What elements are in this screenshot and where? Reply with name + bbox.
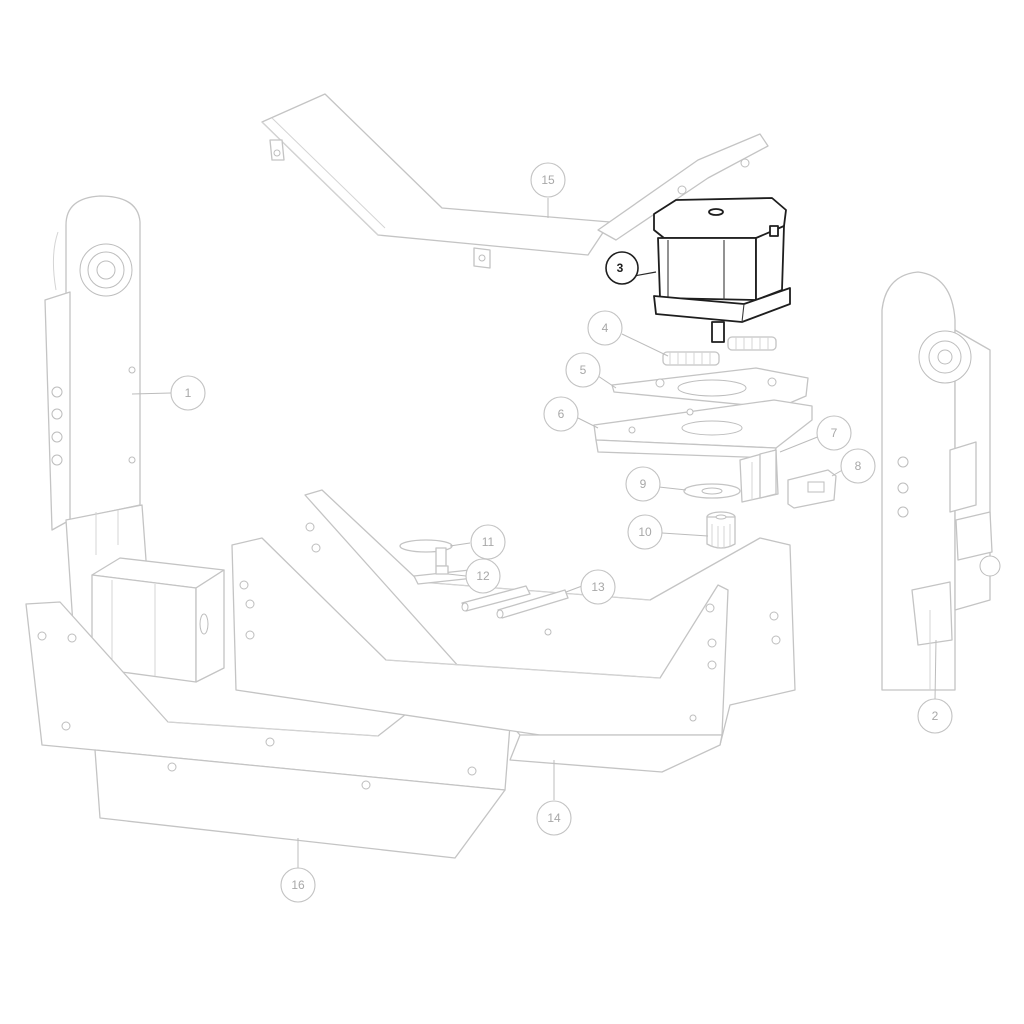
- callout-3-label: 3: [617, 261, 624, 275]
- part-8-endstop: [787, 469, 837, 509]
- callout-2: 2: [917, 698, 953, 734]
- leader-5: [597, 375, 617, 389]
- leader-10: [661, 532, 709, 537]
- part-2-right-side-plate: [881, 271, 1001, 691]
- callout-11: 11: [470, 524, 506, 560]
- callout-1: 1: [170, 375, 206, 411]
- callout-5: 5: [565, 352, 601, 388]
- callout-5-label: 5: [580, 363, 587, 377]
- part-10-pulley: [706, 511, 736, 549]
- callout-15-label: 15: [541, 173, 555, 187]
- part-13-rods: [461, 585, 569, 619]
- callout-13-label: 13: [591, 580, 605, 594]
- leader-11: [449, 542, 471, 547]
- part-4-springs: [662, 336, 777, 366]
- callout-16: 16: [280, 867, 316, 903]
- callout-14: 14: [536, 800, 572, 836]
- callout-6-label: 6: [558, 407, 565, 421]
- callout-8-label: 8: [855, 459, 862, 473]
- part-9-disc: [683, 483, 741, 499]
- leader-4: [621, 333, 669, 357]
- callout-7-label: 7: [831, 426, 838, 440]
- callouts: 1 2 3 4 5 6 7 8: [170, 162, 953, 903]
- callout-13: 13: [580, 569, 616, 605]
- part-12-bracket: [413, 565, 475, 585]
- leader-7: [779, 435, 821, 453]
- callout-9-label: 9: [640, 477, 647, 491]
- callout-15: 15: [530, 162, 566, 198]
- leader-3: [633, 271, 657, 277]
- callout-6: 6: [543, 396, 579, 432]
- callout-2-label: 2: [932, 709, 939, 723]
- leader-9: [658, 486, 687, 491]
- callout-3: 3: [605, 251, 639, 285]
- part-5-plate: [611, 367, 809, 409]
- leader-12: [447, 573, 467, 577]
- left-stepper-motor: [91, 557, 225, 683]
- callout-1-label: 1: [185, 386, 192, 400]
- leader-2: [934, 639, 937, 701]
- callout-12-label: 12: [476, 569, 490, 583]
- callout-14-label: 14: [547, 811, 561, 825]
- callout-9: 9: [625, 466, 661, 502]
- part-15-top-cover: [261, 93, 769, 269]
- part-1-left-side-plate: [44, 195, 147, 641]
- leader-6: [577, 417, 599, 429]
- part-7-bracket: [739, 449, 779, 503]
- callout-10: 10: [627, 514, 663, 550]
- callout-10-label: 10: [638, 525, 652, 539]
- part-6-carriage: [593, 399, 813, 459]
- callout-4: 4: [587, 310, 623, 346]
- part-11-mount: [399, 539, 453, 567]
- callout-11-label: 11: [482, 535, 495, 549]
- callout-4-label: 4: [602, 321, 609, 335]
- callout-16-label: 16: [291, 878, 305, 892]
- callout-12: 12: [465, 558, 501, 594]
- part-3-stepper-motor: [653, 197, 791, 343]
- leader-13: [565, 585, 583, 593]
- callout-8: 8: [840, 448, 876, 484]
- part-14-chassis: [231, 489, 796, 773]
- callout-7: 7: [816, 415, 852, 451]
- leader-1: [131, 392, 172, 395]
